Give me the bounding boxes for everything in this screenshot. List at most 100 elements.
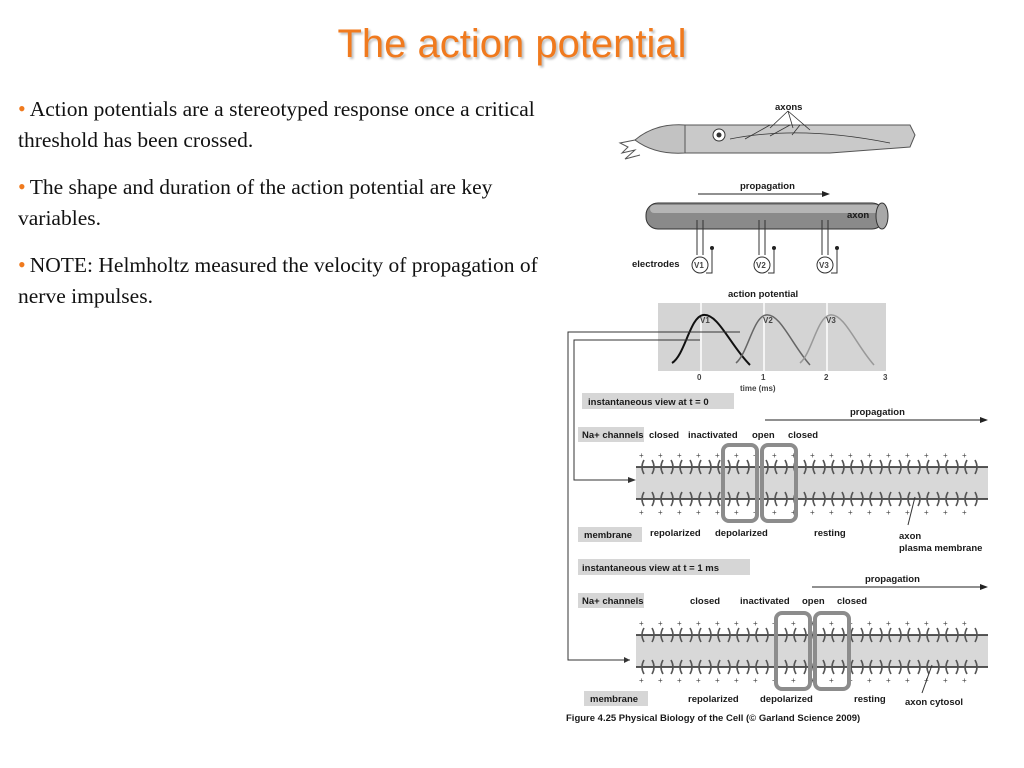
charge-sign-icon: + [772,451,777,460]
ion-channel-icon [926,659,940,675]
charge-sign-icon: + [886,451,891,460]
charge-sign-icon: + [829,508,834,517]
electrode-v2: V2 [753,220,776,274]
charge-sign-icon: + [696,451,701,460]
bullet-dot-icon: • [18,96,26,121]
ion-channel-icon [964,659,978,675]
channel-state: inactivated [740,596,790,607]
bullet-item: •NOTE: Helmholtz measured the velocity o… [18,249,558,312]
ion-channel-icon [888,627,902,643]
electrode-label: V2 [756,261,766,270]
ion-channel-icon [964,627,978,643]
membrane-state: repolarized [688,694,739,705]
ion-channel-icon [945,459,959,475]
ion-channel-icon [907,627,921,643]
ion-channel-icon [793,659,807,675]
na-channels-label-2: Na+ channels [582,596,644,607]
charge-sign-icon: + [867,508,872,517]
ion-channel-icon [660,491,674,507]
ion-channel-icon [660,627,674,643]
charge-sign-icon: + [677,508,682,517]
ion-channel-icon [812,491,826,507]
trace-v2 [735,314,811,366]
ion-channel-icon [831,459,845,475]
bullet-item: •Action potentials are a stereotyped res… [18,93,558,156]
charge-sign-icon: + [715,451,720,460]
charge-sign-icon: + [753,676,758,685]
ion-channel-icon [736,459,750,475]
ion-channel-icon [717,627,731,643]
ion-channel-icon [736,659,750,675]
ion-channel-icon [774,459,788,475]
charge-sign-icon: + [734,676,739,685]
bullet-list: •Action potentials are a stereotyped res… [18,93,558,327]
panel-t0: instantaneous view at t = 0 propagation … [578,393,988,554]
squid-illustration: axons [618,102,916,160]
ion-channel-icon [698,491,712,507]
ion-channel-icon [945,659,959,675]
ion-channel-icon [907,491,921,507]
charge-sign-icon: + [639,451,644,460]
ion-channel-icon [717,491,731,507]
charge-sign-icon: + [867,676,872,685]
ion-channel-icon [812,459,826,475]
charge-sign-icon: + [905,676,910,685]
ion-channel-icon [831,659,845,675]
charge-sign-icon: + [905,451,910,460]
time-tick: 0 [697,373,702,382]
ion-channel-icon [698,627,712,643]
ion-channel-icon [736,491,750,507]
ion-channel-icon [926,459,940,475]
charge-sign-icon: + [848,508,853,517]
ion-channel-icon [717,459,731,475]
charge-sign-icon: + [734,619,739,628]
channel-state: closed [649,430,679,441]
electrode-v3: V3 [816,220,839,274]
charge-sign-icon: + [962,451,967,460]
ion-channel-icon [755,659,769,675]
ion-channel-icon [888,659,902,675]
charge-sign-icon: + [677,619,682,628]
ion-channel-icon [641,659,655,675]
charge-sign-icon: + [867,451,872,460]
charge-sign-icon: + [886,508,891,517]
membrane-state: depolarized [715,528,768,539]
membrane-state: depolarized [760,694,813,705]
ion-channel-icon [774,491,788,507]
bullet-dot-icon: • [18,174,26,199]
charge-sign-icon: + [810,508,815,517]
membrane-label-2: membrane [590,694,638,705]
axons-label: axons [775,102,802,113]
ion-channel-icon [926,627,940,643]
charge-sign-icon: + [867,619,872,628]
charge-sign-icon: + [924,451,929,460]
propagation-label-1: propagation [850,407,905,418]
charge-sign-icon: + [810,451,815,460]
channel-state: inactivated [688,430,738,441]
charge-sign-icon: + [734,508,739,517]
ion-channel-icon [755,627,769,643]
charge-sign-icon: + [639,676,644,685]
figure-caption: Figure 4.25 Physical Biology of the Cell… [566,713,860,724]
arrow-icon [822,191,830,197]
charge-sign-icon: + [810,676,815,685]
ion-channel-icon [679,659,693,675]
ion-channel-icon [945,627,959,643]
ion-channel-icon [869,491,883,507]
ion-channel-icon [679,459,693,475]
trace-v3 [799,314,875,366]
charge-sign-icon: + [924,508,929,517]
charge-sign-icon: + [639,619,644,628]
ion-channel-icon [907,459,921,475]
axon-cylinder: axon [645,202,889,230]
charge-sign-icon: + [829,676,834,685]
bullet-text: NOTE: Helmholtz measured the velocity of… [18,253,538,308]
charge-sign-icon: + [962,619,967,628]
trace-v1 [671,314,751,366]
trace-label: V1 [700,316,710,325]
charge-sign-icon: + [791,676,796,685]
charge-sign-icon: + [677,451,682,460]
charge-sign-icon: + [791,619,796,628]
charge-sign-icon: + [962,676,967,685]
charge-sign-icon: + [696,619,701,628]
